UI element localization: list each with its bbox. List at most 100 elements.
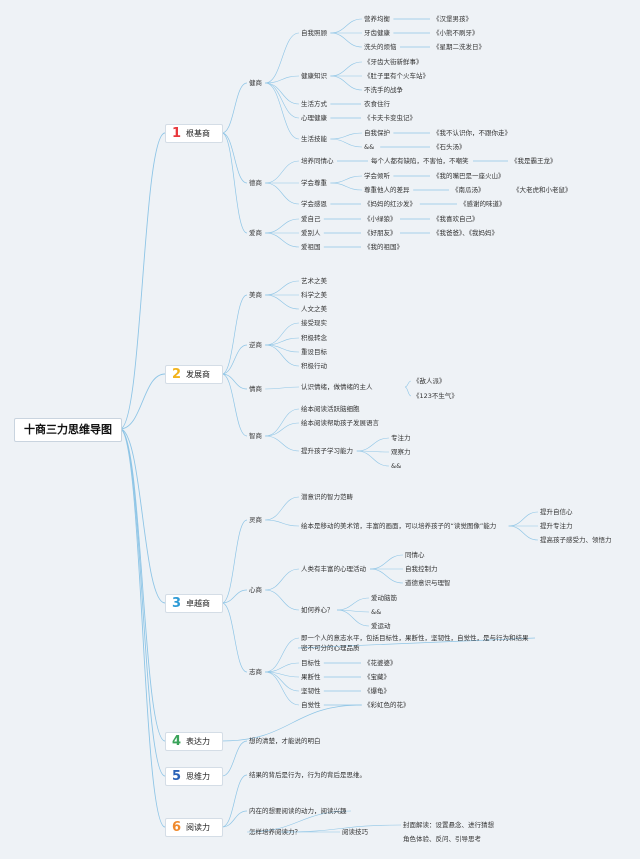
topic-node[interactable]: 《彩虹色的花》	[364, 700, 410, 709]
topic-node[interactable]: 学会尊重	[301, 178, 327, 187]
topic-node[interactable]: 《敌人派》	[413, 376, 446, 385]
topic-node[interactable]: 洗头的烦恼	[364, 42, 397, 51]
topic-node[interactable]: 人文之美	[301, 304, 327, 313]
topic-node[interactable]: 提高孩子感受力、领悟力	[540, 535, 612, 544]
topic-node[interactable]: 认识情绪，做情绪的主人	[301, 382, 373, 391]
topic-node[interactable]: 自我控制力	[405, 564, 438, 573]
topic-node[interactable]: 心商	[249, 585, 262, 594]
topic-node[interactable]: 绘本是移动的美术馆，丰富的画面，可以培养孩子的“读觉图像”能力	[301, 521, 497, 530]
topic-node[interactable]: &&	[364, 142, 375, 151]
topic-node[interactable]: 每个人都有缺陷，不害怕，不嘲笑	[371, 156, 469, 165]
topic-node[interactable]: 衣食住行	[364, 99, 390, 108]
topic-node[interactable]: 自我照顾	[301, 28, 327, 37]
topic-node[interactable]: 结果的背后是行为，行为的背后是思维。	[249, 770, 366, 779]
topic-node[interactable]: 果断性	[301, 672, 321, 681]
topic-node[interactable]: 想的清楚，才能说的明白	[249, 736, 321, 745]
topic-node[interactable]: 《大老虎和小老鼠》	[513, 185, 572, 194]
topic-node[interactable]: 人类有丰富的心理活动	[301, 564, 366, 573]
topic-node[interactable]: 自觉性	[301, 700, 321, 709]
topic-node[interactable]: 牙齿健康	[364, 28, 390, 37]
topic-node[interactable]: 生活技能	[301, 134, 327, 143]
topic-node[interactable]: 学会感恩	[301, 199, 327, 208]
topic-node[interactable]: 爱运动	[371, 621, 391, 630]
topic-node[interactable]: 情商	[249, 384, 262, 393]
topic-node[interactable]: 志商	[249, 667, 262, 676]
topic-node[interactable]: 灵商	[249, 515, 262, 524]
topic-node[interactable]: 《南瓜汤》	[452, 185, 485, 194]
topic-node[interactable]: 德商	[249, 178, 262, 187]
topic-node[interactable]: 爱动脑筋	[371, 593, 397, 602]
topic-node[interactable]: 《感谢的味道》	[460, 199, 506, 208]
topic-node[interactable]: 潜意识的智力范畴	[301, 492, 353, 501]
topic-node[interactable]: 心理健康	[301, 113, 327, 122]
topic-node[interactable]: 《我是霸王龙》	[511, 156, 557, 165]
topic-node[interactable]: 绘本阅读帮助孩子发展语言	[301, 418, 379, 427]
topic-node[interactable]: 积极转念	[301, 333, 327, 342]
topic-node[interactable]: 观察力	[391, 447, 411, 456]
topic-node[interactable]: 生活方式	[301, 99, 327, 108]
topic-node[interactable]: 《星期二洗发日》	[433, 42, 485, 51]
topic-node[interactable]: 内在的想要阅读的动力，阅读兴趣	[249, 806, 347, 815]
topic-node[interactable]: 爱祖国	[301, 242, 321, 251]
topic-node[interactable]: 智商	[249, 431, 262, 440]
topic-node[interactable]: 爱别人	[301, 228, 321, 237]
topic-node[interactable]: 《卡夫卡变虫记》	[364, 113, 416, 122]
topic-node[interactable]: 接受现实	[301, 318, 327, 327]
topic-node[interactable]: 不洗手的战争	[364, 85, 403, 94]
topic-node[interactable]: 坚韧性	[301, 686, 321, 695]
topic-node[interactable]: 《小绿狼》	[364, 214, 397, 223]
topic-node[interactable]: 尊重他人的差异	[364, 185, 410, 194]
topic-node[interactable]: 《我爸爸》、《我妈妈》	[433, 228, 498, 237]
topic-node[interactable]: 《我的嘴巴是一座火山》	[433, 171, 505, 180]
topic-node[interactable]: 角色体验、反问、引导思考	[403, 834, 481, 843]
topic-node[interactable]: 阅读技巧	[342, 827, 368, 836]
topic-node[interactable]: 提升自信心	[540, 507, 573, 516]
topic-node[interactable]: 《汉堡男孩》	[433, 14, 472, 23]
topic-node[interactable]: 《我喜欢自己》	[433, 214, 479, 223]
topic-node[interactable]: 《肚子里有个火车站》	[364, 71, 429, 80]
topic-node[interactable]: &&	[391, 461, 402, 470]
topic-node[interactable]: 美商	[249, 290, 262, 299]
topic-node[interactable]: 目标性	[301, 658, 321, 667]
topic-node[interactable]: 怎样培养阅读力？	[249, 827, 301, 836]
topic-node[interactable]: 《好朋友》	[364, 228, 397, 237]
topic-node[interactable]: 《小熊不刷牙》	[433, 28, 479, 37]
topic-node[interactable]: 健商	[249, 78, 262, 87]
topic-node[interactable]: 《爆龟》	[364, 686, 390, 695]
topic-node[interactable]: 逆商	[249, 340, 262, 349]
topic-node[interactable]: 培养同情心	[301, 156, 334, 165]
topic-node[interactable]: 《花婆婆》	[364, 658, 397, 667]
topic-node[interactable]: 爱商	[249, 228, 262, 237]
topic-node[interactable]: 科学之美	[301, 290, 327, 299]
topic-node[interactable]: &&	[371, 607, 382, 616]
topic-node[interactable]: 同情心	[405, 550, 425, 559]
topic-node[interactable]: 《妈妈的红沙发》	[364, 199, 416, 208]
topic-node[interactable]: 营养均衡	[364, 14, 390, 23]
root-topic[interactable]: 十商三力思维导图	[14, 418, 122, 442]
topic-node[interactable]: 《我不认识你，不跟你走》	[433, 128, 511, 137]
topic-node[interactable]: 《123不生气》	[413, 391, 458, 400]
topic-node[interactable]: 学会倾听	[364, 171, 390, 180]
topic-node[interactable]: 专注力	[391, 433, 411, 442]
topic-node[interactable]: 绘本阅读活跃脑细胞	[301, 404, 360, 413]
topic-node[interactable]: 《宝藏》	[364, 672, 390, 681]
topic-node[interactable]: 提升孩子学习能力	[301, 446, 353, 455]
topic-node[interactable]: 即一个人的意志水平，包括目标性，果断性，坚韧性，自觉性，是与行为和结果	[301, 633, 529, 642]
topic-node[interactable]: 《石头汤》	[433, 142, 466, 151]
topic-node[interactable]: 如何养心？	[301, 605, 334, 614]
topic-node[interactable]: 重设目标	[301, 347, 327, 356]
topic-node[interactable]: 密不可分的心理品质	[301, 643, 360, 652]
topic-node[interactable]: 《牙齿大街新鲜事》	[364, 57, 423, 66]
topic-node[interactable]: 自我保护	[364, 128, 390, 137]
topic-node[interactable]: 道德意识与理智	[405, 578, 451, 587]
topic-node[interactable]: 封面解读：设置悬念、进行猜想	[403, 820, 494, 829]
topic-node[interactable]: 健康知识	[301, 71, 327, 80]
topic-node[interactable]: 积极行动	[301, 361, 327, 370]
topic-node[interactable]: 《我的祖国》	[364, 242, 403, 251]
